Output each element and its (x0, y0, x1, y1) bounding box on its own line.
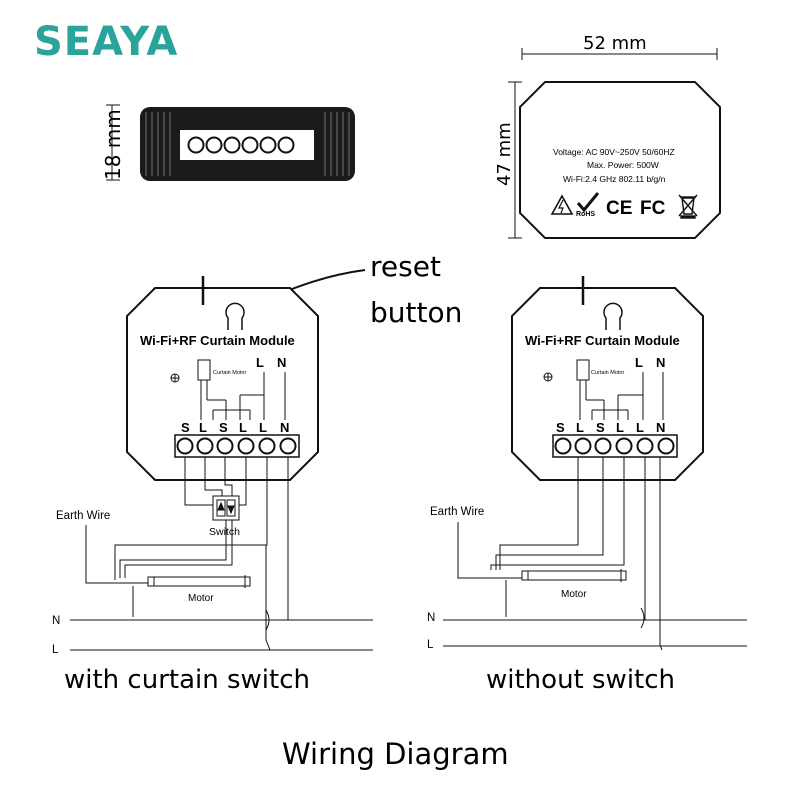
width-dimension: 52 mm (583, 33, 647, 54)
right-terminal-1: S (556, 420, 565, 435)
label-power: Max. Power: 500W (587, 160, 659, 170)
left-motor-label: Motor (188, 593, 214, 604)
left-top-N: N (277, 355, 286, 370)
weee-bin-icon (678, 194, 698, 219)
right-top-L: L (635, 355, 643, 370)
left-module: Wi-Fi+RF Curtain Module L N Curtain Moto… (126, 276, 319, 481)
right-external-wiring (443, 457, 747, 651)
label-voltage: Voltage: AC 90V~250V 50/60HZ (553, 147, 675, 157)
left-terminal-5: L (259, 420, 267, 435)
left-external-wiring (70, 457, 373, 651)
left-L-label: L (52, 644, 59, 656)
left-top-L: L (256, 355, 264, 370)
right-terminal-5: L (636, 420, 644, 435)
right-earth-wire-label: Earth Wire (430, 506, 484, 518)
reset-label-line1: reset (370, 250, 441, 283)
left-earth-wire-label: Earth Wire (56, 510, 110, 522)
label-wifi: Wi-Fi:2.4 GHz 802.11 b/g/n (563, 174, 666, 184)
side-view: 18 mm (101, 104, 355, 181)
depth-dimension: 18 mm (101, 109, 125, 180)
right-motor-label: Motor (561, 589, 587, 600)
right-terminal-2: L (576, 420, 584, 435)
right-L-label: L (427, 639, 434, 651)
right-N-label: N (427, 612, 435, 624)
right-curtain-motor-label: Curtain Motor (591, 370, 624, 376)
height-dimension: 47 mm (494, 122, 515, 186)
left-terminal-2: L (199, 420, 207, 435)
left-caption: with curtain switch (64, 665, 310, 695)
left-terminal-6: N (280, 420, 289, 435)
ce-mark: CE (606, 198, 632, 219)
left-terminal-1: S (181, 420, 190, 435)
left-terminal-3: S (219, 420, 228, 435)
left-switch-label: Switch (209, 526, 240, 538)
left-terminal-4: L (239, 420, 247, 435)
front-view: 52 mm 47 mm Voltage: AC 90V~250V 50/60HZ… (494, 33, 721, 239)
left-module-title: Wi-Fi+RF Curtain Module (140, 333, 295, 348)
right-top-N: N (656, 355, 665, 370)
warning-icon (550, 194, 574, 215)
left-curtain-motor-label: Curtain Motor (213, 370, 246, 376)
right-caption: without switch (486, 665, 675, 695)
brand-logo: SEAYA (34, 19, 178, 65)
right-terminal-6: N (656, 420, 665, 435)
rohs-mark: RoHS (576, 211, 595, 218)
right-module: Wi-Fi+RF Curtain Module L N Curtain Moto… (511, 276, 704, 481)
reset-label-line2: button (370, 296, 462, 329)
footer-title: Wiring Diagram (282, 737, 509, 771)
right-terminal-4: L (616, 420, 624, 435)
fc-mark: FC (640, 198, 666, 219)
right-module-title: Wi-Fi+RF Curtain Module (525, 333, 680, 348)
left-N-label: N (52, 615, 60, 627)
right-terminal-3: S (596, 420, 605, 435)
rohs-check-icon (576, 192, 600, 213)
